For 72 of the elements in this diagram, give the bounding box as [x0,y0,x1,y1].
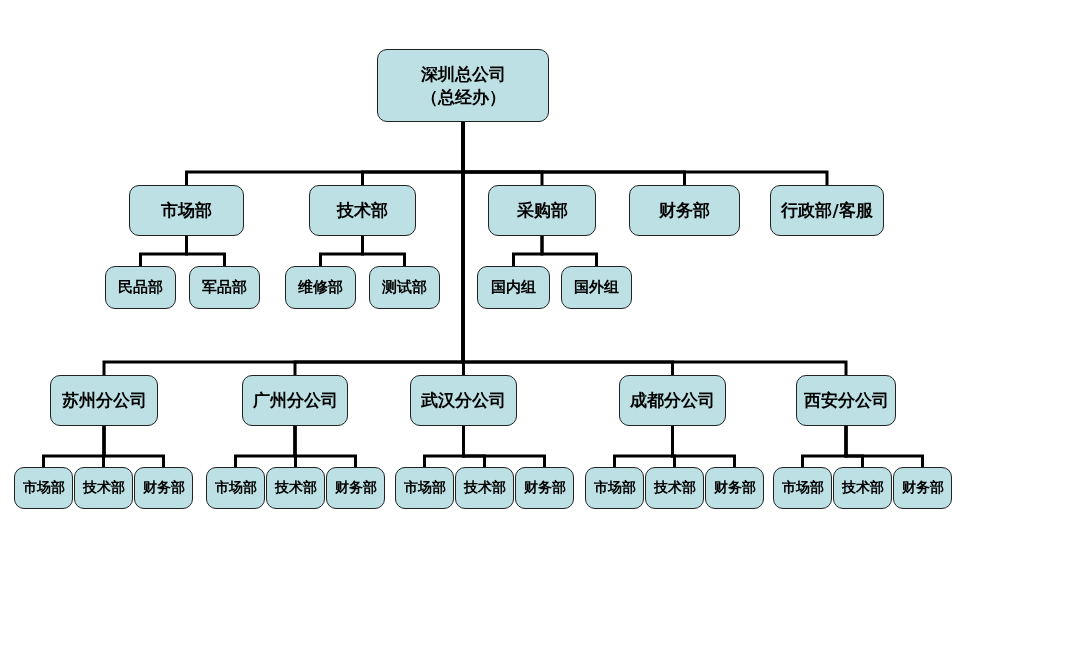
org-unit-box [74,467,133,509]
org-unit-box [134,467,193,509]
unit-name: 市场部 [214,479,257,497]
unit-name: 国内组 [491,278,536,297]
connector-line [462,426,546,467]
org-unit-box [561,266,632,309]
org-unit-box [619,375,726,426]
org-unit-box [377,49,549,122]
unit-name: 市场部 [161,199,212,222]
org-unit-box [266,467,325,509]
unit-name: 技术部 [463,479,506,497]
unit-name: 军品部 [202,278,247,297]
unit-name: 市场部 [593,479,636,497]
org-unit-box [14,467,73,509]
org-unit-box [770,185,884,236]
unit-name: 财务部 [659,199,710,222]
unit-name: 技术部 [274,479,317,497]
connector-line [361,236,406,266]
connector-line [293,426,357,467]
connector-line [844,426,924,467]
unit-name: 技术部 [841,479,884,497]
org-unit-box [105,266,176,309]
org-unit-box [705,467,764,509]
org-unit-box [410,375,517,426]
org-unit-box [833,467,892,509]
org-unit-box [309,185,416,236]
unit-name: 财务部 [901,479,944,497]
unit-name: 市场部 [403,479,446,497]
org-unit-box [369,266,440,309]
unit-name: 广州分公司 [252,389,338,412]
unit-name: 财务部 [334,479,377,497]
unit-name: 财务部 [713,479,756,497]
unit-name: 深圳总公司（总经办） [419,62,507,109]
org-unit-box [796,375,896,426]
unit-name: 行政部/客服 [781,199,873,222]
org-unit-box [50,375,158,426]
org-unit-box [285,266,356,309]
unit-name: 西安分公司 [803,389,889,412]
unit-name: 国外组 [574,278,619,297]
org-unit-box [326,467,385,509]
connector-line [102,426,165,467]
org-unit-box [189,266,260,309]
unit-name: 市场部 [22,479,65,497]
org-unit-box [395,467,454,509]
unit-name: 武汉分公司 [421,389,506,412]
org-unit-box [893,467,952,509]
unit-name: 财务部 [523,479,566,497]
unit-name: 技术部 [82,479,125,497]
unit-name: 民品部 [118,278,163,297]
unit-name: 技术部 [653,479,696,497]
unit-name: 测试部 [382,278,427,297]
connector-line [185,236,226,266]
org-unit-box [585,467,644,509]
org-unit-box [773,467,832,509]
unit-name: 维修部 [298,278,343,297]
org-unit-box [455,467,514,509]
unit-name: 苏州分公司 [61,389,147,412]
org-unit-box [629,185,740,236]
org-unit-box [206,467,265,509]
org-unit-box [129,185,244,236]
unit-name: 采购部 [516,199,568,222]
unit-name: 成都分公司 [630,389,715,412]
org-unit-box [515,467,574,509]
org-unit-box [488,185,596,236]
connector-line [540,236,598,266]
org-unit-box [645,467,704,509]
connector-line [671,426,736,467]
unit-name: 财务部 [142,479,185,497]
org-unit-box [477,266,550,309]
unit-name: 技术部 [337,199,388,222]
org-unit-box [242,375,348,426]
unit-name: 市场部 [781,479,824,497]
